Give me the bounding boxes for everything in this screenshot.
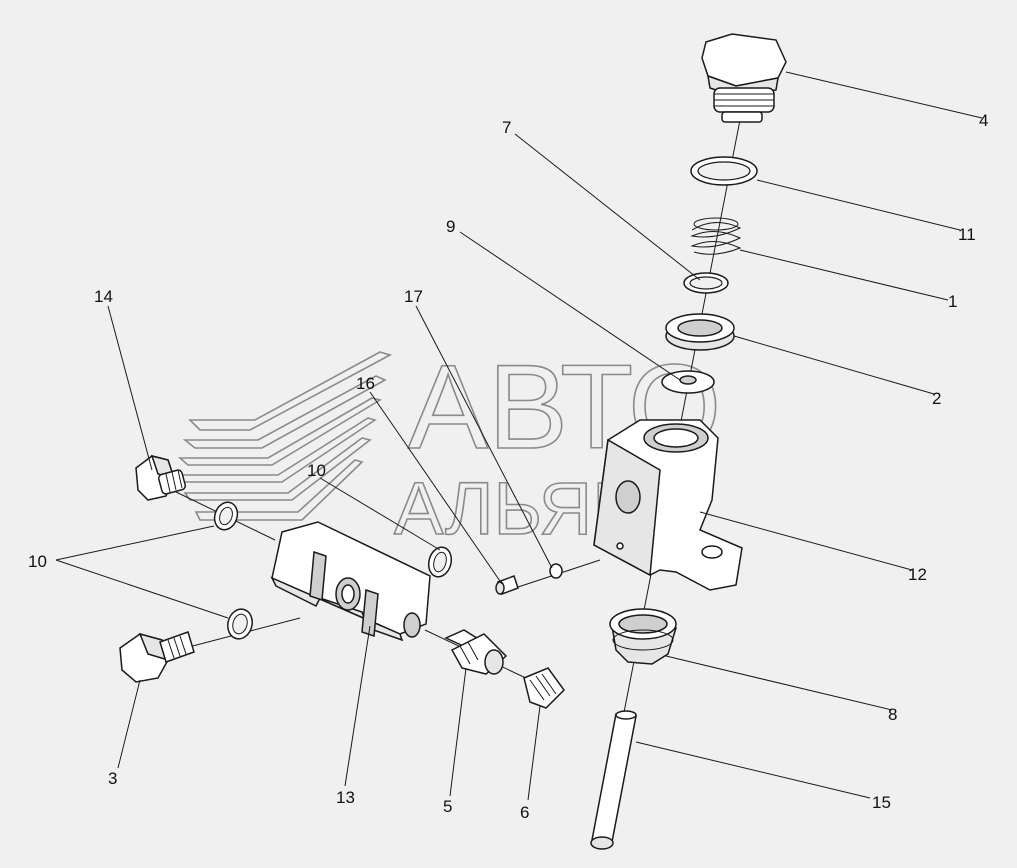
callout-6: 6: [520, 803, 529, 822]
callout-16: 16: [356, 374, 375, 393]
part-sealing-ring-11: [690, 156, 758, 186]
part-spring: [690, 217, 742, 255]
part-small-screw: [495, 575, 519, 595]
part-hex-plug: [701, 33, 787, 123]
callout-7: 7: [502, 118, 511, 137]
callout-labels: 4 11 1 7 2 9 12 8 15 14 17 16 10 10 3 13…: [28, 111, 988, 822]
part-ring-10-middle: [427, 546, 453, 578]
callout-3: 3: [108, 769, 117, 788]
watermark-logo-stripes: [174, 351, 393, 521]
part-hex-bolt-3: [119, 631, 195, 683]
part-cap: [523, 667, 565, 709]
part-small-washer: [549, 563, 563, 579]
part-manifold-block: [270, 521, 431, 642]
callout-5: 5: [443, 797, 452, 816]
part-ring-10-upper: [213, 501, 239, 531]
part-hex-bolt-14: [135, 454, 187, 501]
callout-4: 4: [979, 111, 988, 130]
part-valve-seat: [609, 608, 678, 665]
callout-1: 1: [948, 292, 957, 311]
callout-12: 12: [908, 565, 927, 584]
part-washer-9: [661, 370, 715, 394]
callout-17: 17: [404, 287, 423, 306]
callout-13: 13: [336, 788, 355, 807]
part-valve-body: [593, 419, 743, 591]
part-ring-10-lower: [227, 608, 253, 640]
callout-14: 14: [94, 287, 113, 306]
leader-lines: [55, 71, 983, 801]
part-grease-fitting: [444, 629, 508, 675]
part-pushrod: [590, 710, 637, 850]
callout-10-upper: 10: [307, 461, 326, 480]
callout-8: 8: [888, 705, 897, 724]
callout-15: 15: [872, 793, 891, 812]
callout-11: 11: [958, 225, 976, 244]
callout-9: 9: [446, 217, 455, 236]
callout-2: 2: [932, 389, 941, 408]
callout-10-left: 10: [28, 552, 47, 571]
part-valve-disc: [665, 313, 735, 351]
part-washer-7: [683, 272, 729, 294]
